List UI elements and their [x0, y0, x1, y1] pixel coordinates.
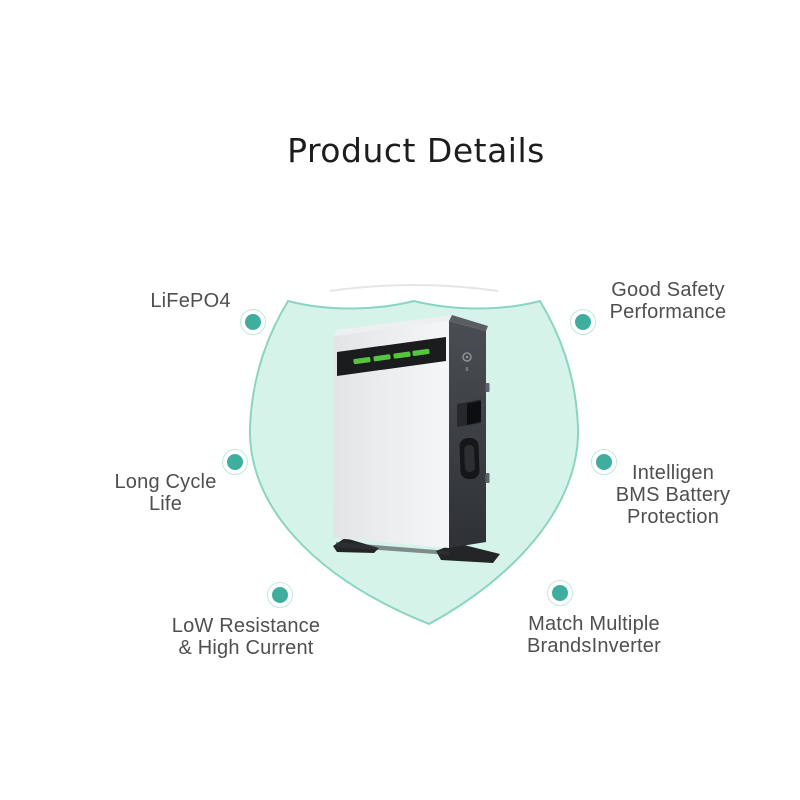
feature-match-multiple-brands: Match Multiple BrandsInverter — [514, 613, 674, 657]
battery-bottom-rim — [336, 542, 449, 555]
feature-bullet-icon — [222, 449, 248, 475]
feature-bullet-icon — [240, 309, 266, 335]
battery-top-edge — [449, 315, 488, 331]
status-led-icons — [353, 348, 430, 365]
feature-text-line: Life — [148, 493, 183, 515]
feature-good-safety-performance: Good Safety Performance — [587, 279, 749, 323]
teal-dot-icon — [272, 587, 288, 603]
teal-dot-icon — [245, 314, 261, 330]
feature-bullet-icon — [570, 309, 596, 335]
feature-text-line: Good Safety — [611, 279, 725, 301]
feature-intelligent-bms: Intelligen BMS Battery Protection — [593, 462, 753, 528]
feature-bullet-icon — [591, 449, 617, 475]
feature-text-line: LiFePO4 — [150, 290, 231, 312]
led-strip — [337, 337, 446, 376]
feature-text-line: Intelligen — [631, 462, 715, 484]
feature-text-line: BMS Battery — [615, 484, 731, 506]
battery-side-panel — [449, 321, 486, 548]
feature-bullet-icon — [267, 582, 293, 608]
teal-dot-icon — [596, 454, 612, 470]
feature-text-line: Match Multiple — [528, 613, 660, 635]
side-tab-upper — [485, 383, 490, 392]
feature-lifepo4: LiFePO4 — [118, 290, 263, 312]
side-recess-handle — [459, 437, 480, 480]
feature-low-resistance: LoW Resistance & High Current — [166, 615, 326, 659]
battery-right-foot — [436, 543, 500, 563]
feature-text-line: & High Current — [178, 637, 314, 659]
feature-text-line: Protection — [626, 506, 720, 528]
teal-dot-icon — [227, 454, 243, 470]
feature-bullet-icon — [547, 580, 573, 606]
battery-image — [333, 315, 500, 563]
logo-mark-icon — [462, 352, 472, 371]
feature-long-cycle-life: Long Cycle Life — [93, 471, 238, 515]
teal-dot-icon — [575, 314, 591, 330]
side-recess-upper — [457, 399, 481, 427]
feature-text-line: LoW Resistance — [171, 615, 321, 637]
feature-text-line: Long Cycle — [114, 471, 217, 493]
battery-top-face — [334, 315, 452, 336]
shield-halo — [329, 284, 499, 292]
battery-front-panel — [333, 321, 449, 548]
teal-dot-icon — [552, 585, 568, 601]
side-tab-lower — [485, 473, 490, 483]
page-title: Product Details — [287, 131, 545, 170]
feature-text-line: BrandsInverter — [527, 635, 661, 657]
feature-text-line: Performance — [609, 301, 727, 323]
